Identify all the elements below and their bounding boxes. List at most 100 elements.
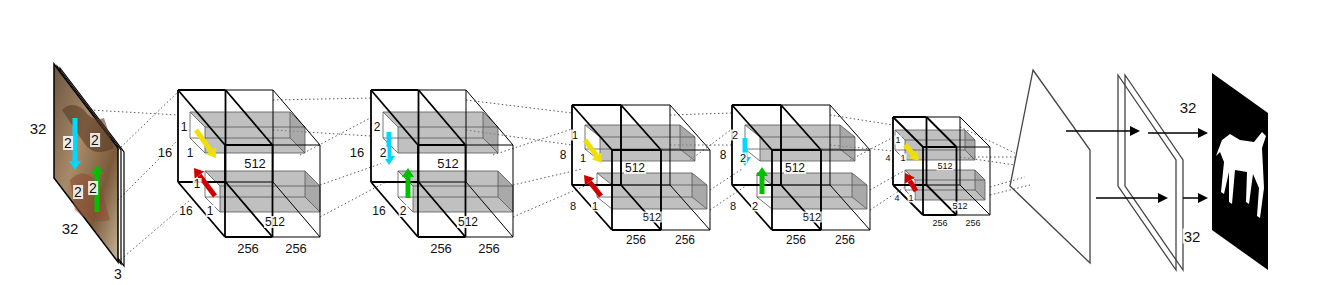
- layer-cube-edge: [781, 185, 821, 230]
- layer-cube-edge: [670, 105, 710, 150]
- dimension-label: 16: [157, 146, 173, 159]
- feature-slab-edge: [612, 185, 707, 186]
- sweep-arrow: [73, 118, 78, 161]
- layer-cube-edge: [927, 117, 957, 147]
- dimension-label: 256: [236, 242, 260, 255]
- dimension-label: 1: [579, 153, 587, 164]
- feature-slab-edge: [707, 185, 708, 209]
- flow-arrow: [1183, 197, 1206, 199]
- feature-slab-edge: [205, 153, 305, 154]
- sweep-arrowhead: [69, 161, 81, 170]
- layer-cube-edge: [893, 185, 923, 215]
- feature-slab-edge: [305, 171, 306, 197]
- feature-slab-edge: [205, 171, 305, 172]
- feature-slab-edge: [692, 173, 693, 197]
- layer-cube-edge: [419, 182, 466, 237]
- sweep-arrow: [406, 177, 411, 198]
- layer-cube-edge: [830, 105, 831, 185]
- feature-slab-edge: [383, 112, 384, 138]
- feature-slab-edge: [190, 112, 191, 138]
- layer-cube-edge: [621, 185, 661, 230]
- layer-cube-edge: [178, 182, 225, 237]
- feature-slab-edge: [692, 173, 707, 185]
- layer-cube-edge: [781, 185, 830, 186]
- layer-cube-edge: [870, 150, 871, 230]
- dimension-label: 1: [193, 178, 202, 190]
- dimension-label: 1: [186, 147, 195, 159]
- image-detail: [62, 105, 114, 152]
- layer-cube-edge: [273, 145, 321, 146]
- layer-cube-edge: [466, 182, 513, 237]
- dotted-link: [690, 129, 732, 160]
- layer-cube-edge: [226, 182, 274, 183]
- output-layer: [1118, 75, 1176, 270]
- layer-cube-edge: [621, 105, 661, 150]
- dotted-link: [670, 113, 732, 115]
- feature-slab-edge: [695, 137, 696, 161]
- dimension-label: 256: [964, 219, 981, 228]
- dimension-label: 4: [893, 194, 900, 203]
- feature-slab-edge: [965, 150, 975, 160]
- feature-slab-edge: [975, 140, 976, 160]
- dimension-label: 256: [625, 234, 647, 246]
- layer-cube-edge: [732, 184, 781, 186]
- dimension-label: 512: [936, 162, 953, 171]
- layer-cube-edge: [611, 150, 613, 230]
- layer-cube-edge: [273, 182, 320, 237]
- layer-cube-edge: [781, 185, 821, 230]
- sweep-arrowhead: [206, 147, 216, 158]
- layer-cube-edge: [892, 117, 894, 185]
- dimension-label: 2: [373, 121, 382, 133]
- dimension-label: 2: [751, 201, 759, 212]
- dimension-label: 16: [371, 205, 386, 217]
- feature-slab-edge: [852, 173, 853, 197]
- sweep-arrow: [199, 175, 215, 196]
- layer-cube-edge: [957, 147, 991, 148]
- layer-cube-edge: [419, 90, 467, 91]
- horse-silhouette: [1216, 132, 1266, 218]
- sweep-arrows: [69, 118, 919, 212]
- layer-cube-edge: [226, 182, 273, 237]
- dimension-label: 32: [1183, 229, 1202, 244]
- flow-arrow: [1148, 132, 1206, 134]
- feature-slab-edge: [585, 149, 680, 150]
- input-image: [54, 64, 118, 262]
- dimension-label: 512: [784, 162, 806, 174]
- dimension-label: 8: [729, 201, 737, 212]
- dimension-label: 2: [73, 185, 83, 199]
- layer-cube-edge: [781, 105, 821, 150]
- layer-cube-edge: [960, 117, 990, 147]
- feature-slab-edge: [305, 197, 320, 212]
- dimension-label: 512: [624, 162, 646, 174]
- feature-slab-edge: [483, 112, 484, 138]
- layer-cube-edge: [612, 149, 661, 151]
- layer-cube-edge: [772, 149, 821, 151]
- dimension-label: 1: [894, 136, 901, 145]
- layer-cube-edge: [419, 90, 466, 145]
- layer-cube-edge: [572, 185, 612, 230]
- feature-slab-edge: [985, 180, 986, 200]
- dotted-link: [970, 157, 1015, 158]
- dimension-label: 256: [429, 242, 453, 255]
- layer-cube-edge: [771, 150, 773, 230]
- dimension-label: 4: [884, 154, 891, 163]
- layer-cube-edge: [225, 90, 226, 182]
- layer-cube-edge: [621, 185, 661, 230]
- dimension-label: 2: [63, 136, 73, 150]
- dimension-label: 512: [243, 157, 267, 170]
- layer-cube-edge: [780, 105, 782, 185]
- feature-slab-edge: [305, 171, 320, 186]
- dimension-label: 32: [29, 121, 48, 136]
- dimension-label: 2: [88, 181, 98, 195]
- layer-cube-edge: [225, 236, 273, 238]
- dimension-label: 256: [785, 234, 807, 246]
- sweep-arrow: [590, 182, 601, 196]
- feature-slab-edge: [975, 190, 985, 200]
- dimension-label: 2: [90, 133, 100, 147]
- layer-cube-edge: [371, 181, 419, 183]
- layer-cube-edge: [923, 214, 957, 216]
- feature-slab-edge: [398, 171, 399, 197]
- layer-cube-edge: [830, 105, 870, 150]
